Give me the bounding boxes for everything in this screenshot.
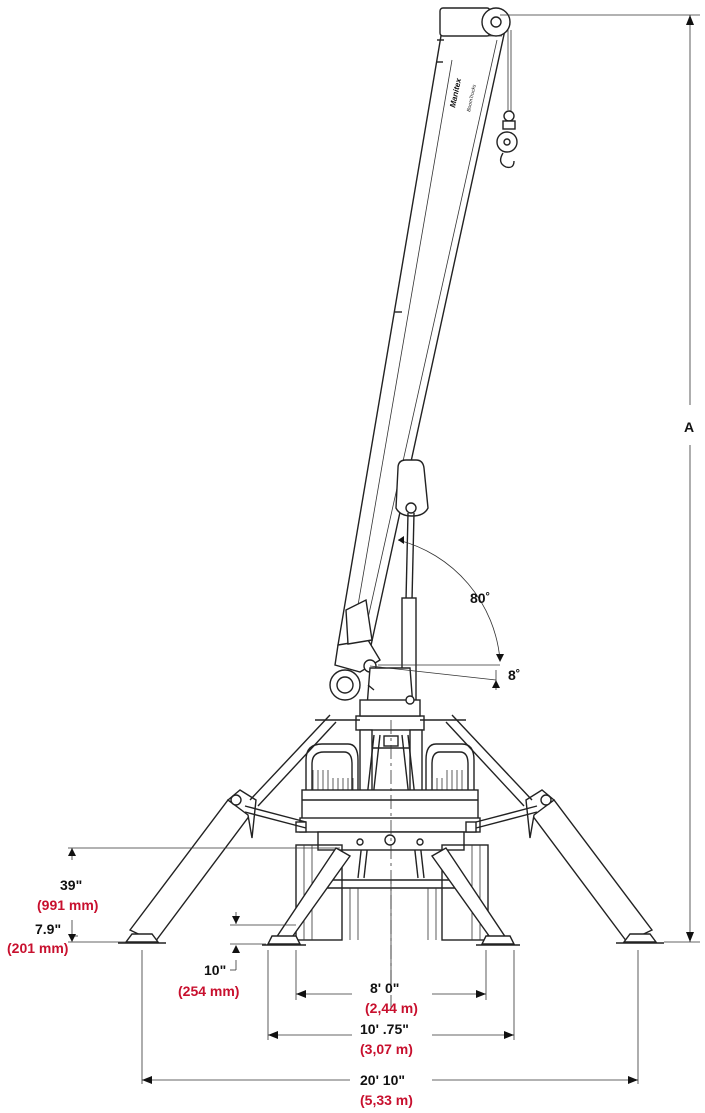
ground-clearance-metric: (254 mm): [178, 983, 239, 999]
height-dimension: A: [500, 14, 700, 943]
leg-height-metric: (991 mm): [37, 897, 98, 913]
pad-height-imperial: 7.9": [35, 921, 61, 937]
tracks: [295, 844, 489, 941]
min-angle-label: 8˚: [508, 667, 520, 683]
leg-height-dimension: 39" (991 mm): [37, 847, 340, 913]
ground-clearance-dimension: 10" (254 mm): [178, 912, 296, 999]
boom-model-label: BoomTrucks: [466, 84, 478, 113]
max-angle-label: 80˚: [470, 590, 490, 606]
side-frames: [295, 743, 481, 851]
ground-clearance-imperial: 10": [204, 962, 226, 978]
outer-span-dimension: 20' 10" (5,33 m): [141, 950, 639, 1108]
height-label: A: [684, 419, 694, 435]
outer-span-metric: (5,33 m): [360, 1092, 413, 1108]
track-width-dimension: 8' 0" (2,44 m): [295, 950, 487, 1016]
outriggers: [118, 714, 664, 946]
inner-span-dimension: 10' .75" (3,07 m): [267, 950, 515, 1057]
boom-angle-annotation: 80˚ 8˚: [369, 536, 520, 690]
hook-block: [496, 30, 518, 169]
track-width-imperial: 8' 0": [370, 980, 399, 996]
track-width-metric: (2,44 m): [365, 1000, 418, 1016]
lift-cylinder: [395, 459, 429, 709]
outer-span-imperial: 20' 10": [360, 1072, 405, 1088]
boom: Manitex BoomTrucks: [329, 7, 511, 701]
inner-span-imperial: 10' .75": [360, 1021, 409, 1037]
leg-height-imperial: 39": [60, 877, 82, 893]
pad-height-metric: (201 mm): [7, 940, 68, 956]
inner-span-metric: (3,07 m): [360, 1041, 413, 1057]
pad-height-dimension: 7.9" (201 mm): [7, 920, 126, 956]
